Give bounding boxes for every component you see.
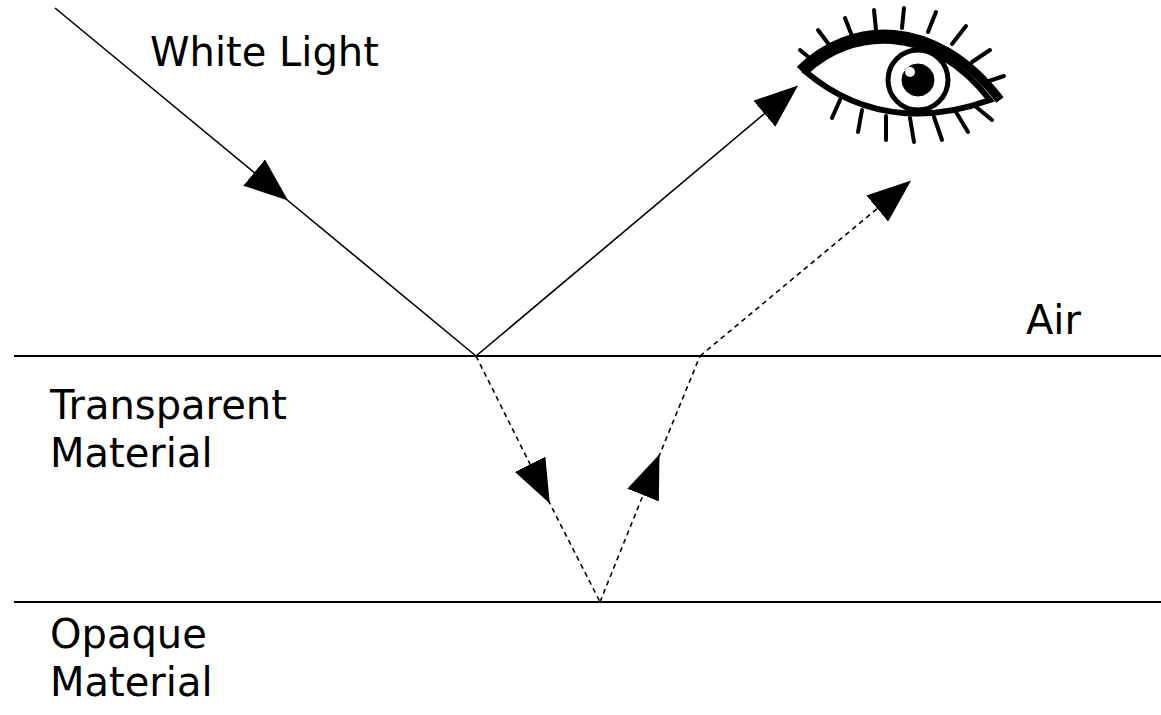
exiting-ray xyxy=(700,183,908,356)
returning-ray xyxy=(600,458,658,602)
refracted-ray xyxy=(544,492,600,602)
layer-label: Transparent Material xyxy=(50,381,350,477)
eye-icon xyxy=(800,8,1004,142)
reflected-ray xyxy=(476,88,795,356)
medium-label: Air xyxy=(1026,296,1146,344)
air-boundary xyxy=(14,355,1161,357)
refracted-ray xyxy=(476,356,548,500)
incident-ray xyxy=(280,194,476,356)
light-label: White Light xyxy=(150,28,470,76)
returning-ray xyxy=(655,356,700,466)
layer-label: Opaque Material xyxy=(50,610,350,706)
opaque-boundary xyxy=(14,601,1161,603)
